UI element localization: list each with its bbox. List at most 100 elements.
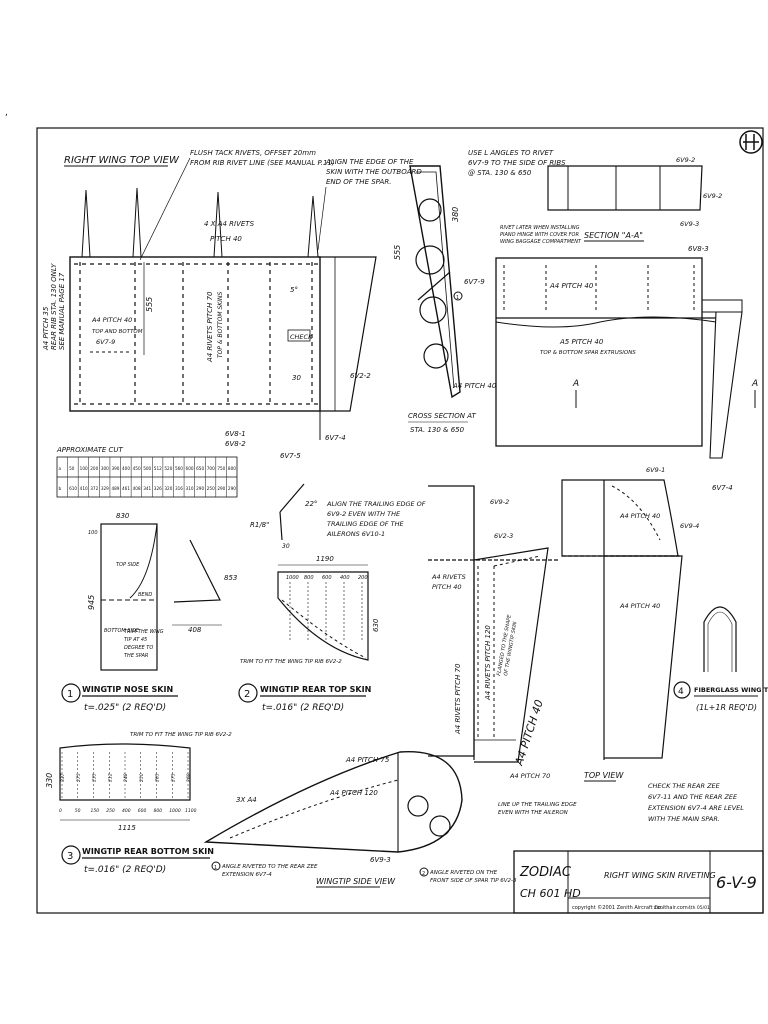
rt-dim-tick: 1000 — [286, 575, 299, 581]
rb-tick-label: 800 — [154, 808, 163, 814]
rt-dim-tick: 400 — [340, 575, 350, 581]
part-6v8-2: 6V8-2 — [225, 440, 246, 448]
cs-a4-pitch-40: A4 PITCH 40 — [452, 382, 497, 390]
sv-angle-2b: FRONT SIDE OF SPAR TIP 6V2-3 — [430, 878, 517, 884]
dim-555: 555 — [145, 297, 154, 312]
rt-subtitle: t=.016" (2 REQ'D) — [262, 703, 344, 713]
rt-dim-1190: 1190 — [316, 555, 334, 563]
cs-dim-380: 380 — [451, 207, 460, 222]
cut-cell: 290 — [228, 486, 236, 491]
cut-cell: 316 — [175, 486, 183, 491]
angle-5: 5° — [290, 286, 298, 294]
fg-number: 4 — [678, 687, 684, 697]
cut-cell: 489 — [111, 486, 119, 491]
fg-title: FIBERGLASS WING TIP — [694, 686, 768, 694]
cut-cell: 461 — [122, 486, 130, 491]
cn-line-2: 6V7-11 AND THE REAR ZEE — [648, 793, 738, 801]
saa-a5-pitch-40: A5 PITCH 40 — [559, 338, 604, 346]
cut-cell: 610 — [69, 486, 77, 491]
cross-section-drawing: USE L ANGLES TO RIVET 6V7-9 TO THE SIDE … — [393, 149, 566, 434]
title-block: ZODIAC CH 601 HD RIGHT WING SKIN RIVETIN… — [513, 850, 764, 914]
ns-dim-853: 853 — [224, 574, 237, 582]
ns-trim-2: TIP AT 45 — [124, 637, 147, 643]
rb-value-label: 275 — [170, 773, 176, 782]
tb-brand: ZODIAC — [519, 865, 572, 880]
part-6v7-4: 6V7-4 — [325, 434, 346, 442]
rt-dim-tick: 800 — [304, 575, 314, 581]
rb-tick-label: 150 — [91, 808, 100, 814]
tb-drawing-number: 6-V-9 — [716, 873, 757, 892]
rb-value-label: 248 — [123, 773, 129, 782]
sv-title: WINGTIP SIDE VIEW — [316, 877, 396, 886]
cs-note-3: @ STA. 130 & 650 — [468, 169, 532, 177]
rear-bottom-drawing: TRIM TO FIT THE WING TIP RIB 6V2-2 330 0… — [45, 732, 232, 875]
rt-note-2: 6V9-2 EVEN WITH THE — [327, 510, 401, 518]
ns-top-side: TOP SIDE — [116, 562, 140, 568]
rt-number: 2 — [244, 689, 250, 700]
fiberglass-drawing: 4 FIBERGLASS WING TIP (1L+1R REQ'D) — [673, 606, 768, 712]
sv-a4-pitch-75: A4 PITCH 75 — [345, 756, 390, 764]
section-aa-title: SECTION "A-A" — [584, 231, 643, 240]
rb-value-label: 275 — [76, 773, 82, 782]
cs-part-6v7-9: 6V7-9 — [464, 278, 485, 286]
rb-dim-330: 330 — [45, 773, 54, 788]
cs-note-2: 6V7-9 TO THE SIDE OF RIBS — [468, 159, 566, 167]
tb-drawing-title: RIGHT WING SKIN RIVETING — [604, 871, 716, 880]
cut-cell: a — [59, 466, 62, 471]
rt-dim-tick: 600 — [322, 575, 332, 581]
cut-table-title: APPROXIMATE CUT — [56, 446, 124, 454]
sheet-border — [36, 127, 764, 914]
cs-note-1: USE L ANGLES TO RIVET — [468, 149, 554, 157]
tt-pitch-120: A4 RIVETS PITCH 120 — [484, 625, 492, 701]
rb-value-label: 337 — [60, 773, 66, 782]
saa-rivet-note-2: PIANO HINGE WITH COVER FOR — [500, 232, 579, 238]
cn-line-3: EXTENSION 6V7-4 ARE LEVEL — [648, 804, 744, 812]
stray-mark: , — [5, 108, 8, 118]
a4-pitch-40: A4 PITCH 40 — [91, 316, 132, 324]
aileron-drawing: 6V9-1 A4 PITCH 40 6V9-4 A4 PITCH 40 — [561, 466, 699, 760]
rb-tick-label: 0 — [59, 808, 62, 814]
ns-dim-100: 100 — [88, 530, 98, 536]
align-note-3: END OF THE SPAR. — [326, 178, 391, 186]
rt-ang-22: 22° — [305, 500, 317, 508]
tt-pitch-40: PITCH 40 — [432, 583, 462, 591]
cut-cell: 500 — [143, 466, 151, 471]
align-note: ALIGN THE EDGE OF THE — [325, 158, 414, 166]
sv-circle-1: 1 — [214, 865, 217, 871]
part-6v7-5: 6V7-5 — [280, 452, 301, 460]
rb-tick-label: 50 — [75, 808, 81, 814]
rt-trim: TRIM TO FIT THE WING TIP RIB 6V2-2 — [240, 659, 342, 665]
part-6v7-9: 6V7-9 — [96, 338, 115, 346]
rt-note-3: TRAILING EDGE OF THE — [327, 520, 404, 528]
top-bottom-skins: TOP & BOTTOM SKINS — [217, 292, 224, 358]
align-note-2: SKIN WITH THE OUTBOARD — [326, 168, 422, 176]
cut-cell: 290 — [217, 486, 225, 491]
zenith-logo — [739, 130, 763, 154]
cn-line-1: CHECK THE REAR ZEE — [648, 782, 721, 790]
saa-6v9-2b: 6V9-2 — [703, 192, 722, 200]
cut-cell: 200 — [90, 466, 98, 471]
angle-30: 30 — [292, 374, 301, 382]
tip-top-drawing: 6V9-2 6V2-3 A4 RIVETS PITCH 40 A4 RIVETS… — [428, 485, 624, 816]
sv-3x-a4: 3X A4 — [236, 796, 257, 804]
rb-trim: TRIM TO FIT THE WING TIP RIB 6V2-2 — [130, 732, 232, 738]
ns-dim-830: 830 — [116, 512, 130, 520]
part-6v8-1: 6V8-1 — [225, 430, 246, 438]
rb-tick-label: 250 — [106, 808, 115, 814]
rt-dim-30: 30 — [282, 543, 290, 550]
saa-arrow-a-right: A — [751, 379, 758, 389]
side-note-1: A4 PITCH 35 — [42, 306, 50, 351]
tt-lineup-2: EVEN WITH THE AILERON — [498, 810, 568, 816]
cut-cell: 800 — [228, 466, 236, 471]
ns-trim-3: DEGREE TO — [124, 645, 153, 651]
cs-dim-555: 555 — [393, 245, 402, 260]
tt-top-view: TOP VIEW — [584, 771, 624, 780]
rb-value-label: 212 — [107, 773, 113, 782]
rb-value-label: 250 — [139, 773, 145, 782]
saa-rivet-note-3: WING BAGGAGE COMPARTMENT — [500, 239, 582, 245]
cut-cell: 400 — [122, 466, 130, 471]
sv-6v9-3: 6V9-3 — [370, 856, 391, 864]
rivets-4x: 4 X A4 RIVETS — [204, 220, 255, 228]
part-6v2-2: 6V2-2 — [350, 372, 371, 380]
